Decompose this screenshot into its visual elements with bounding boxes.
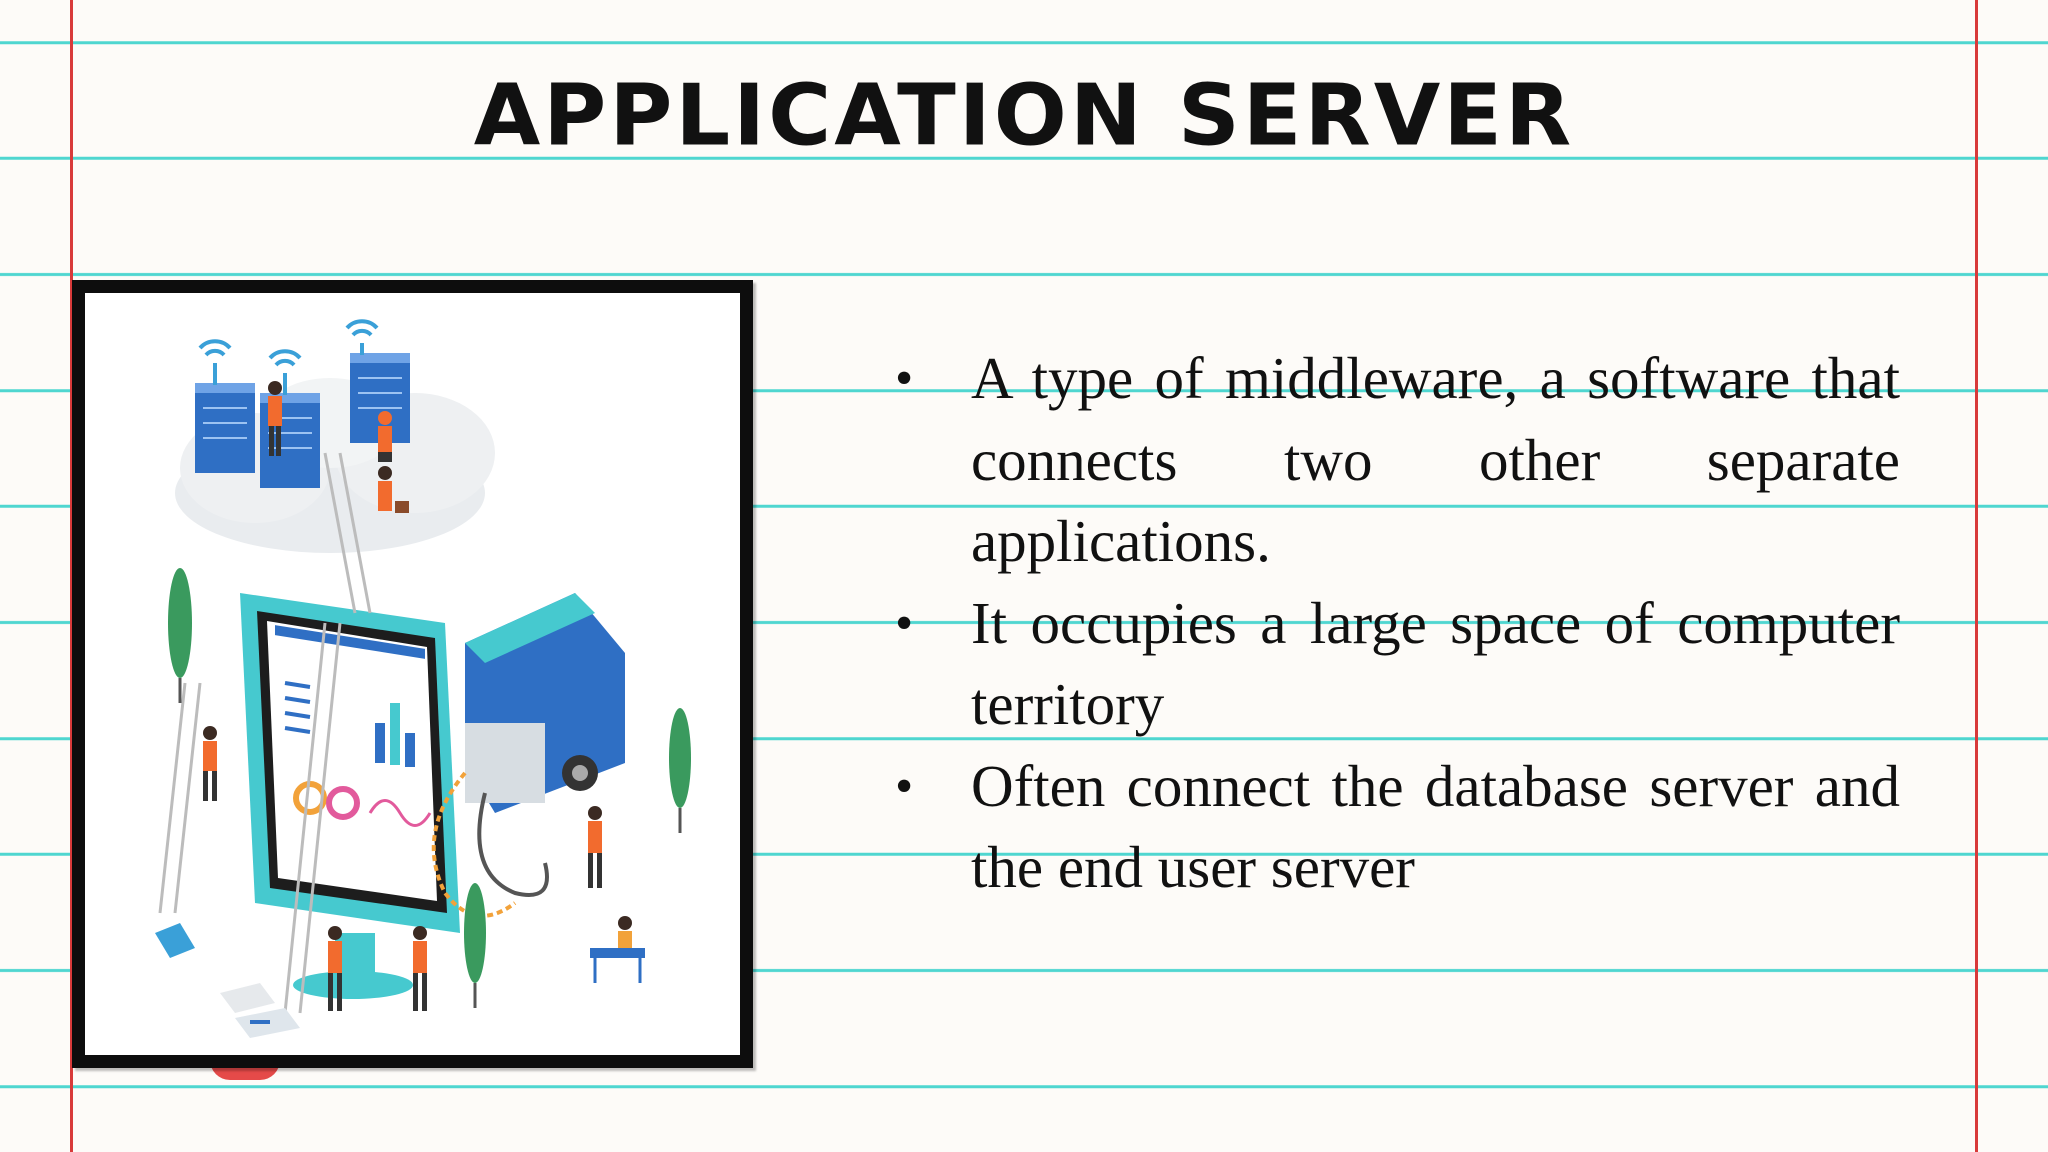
person-icon — [268, 381, 392, 462]
bullet-item: It occupies a large space of computer te… — [895, 583, 1900, 746]
illustration-frame — [72, 280, 753, 1068]
truck-icon — [465, 593, 625, 813]
wifi-icon — [198, 319, 379, 395]
slide-title: APPLICATION SERVER — [473, 67, 1575, 165]
bullet-list: A type of middleware, a software that co… — [895, 338, 1900, 909]
bullet-item: A type of middleware, a software that co… — [895, 338, 1900, 583]
right-margin-line — [1975, 0, 1978, 1152]
left-margin-line — [70, 0, 73, 1152]
tree-icon — [168, 568, 691, 1008]
bullet-item: Often connect the database server and th… — [895, 746, 1900, 909]
cable-icon — [431, 771, 517, 918]
application-server-illustration-icon — [155, 319, 691, 1038]
people-icon — [203, 466, 645, 1011]
monitor-icon — [240, 593, 460, 999]
documents-icon — [155, 923, 300, 1038]
ladder-icon — [158, 452, 372, 1014]
